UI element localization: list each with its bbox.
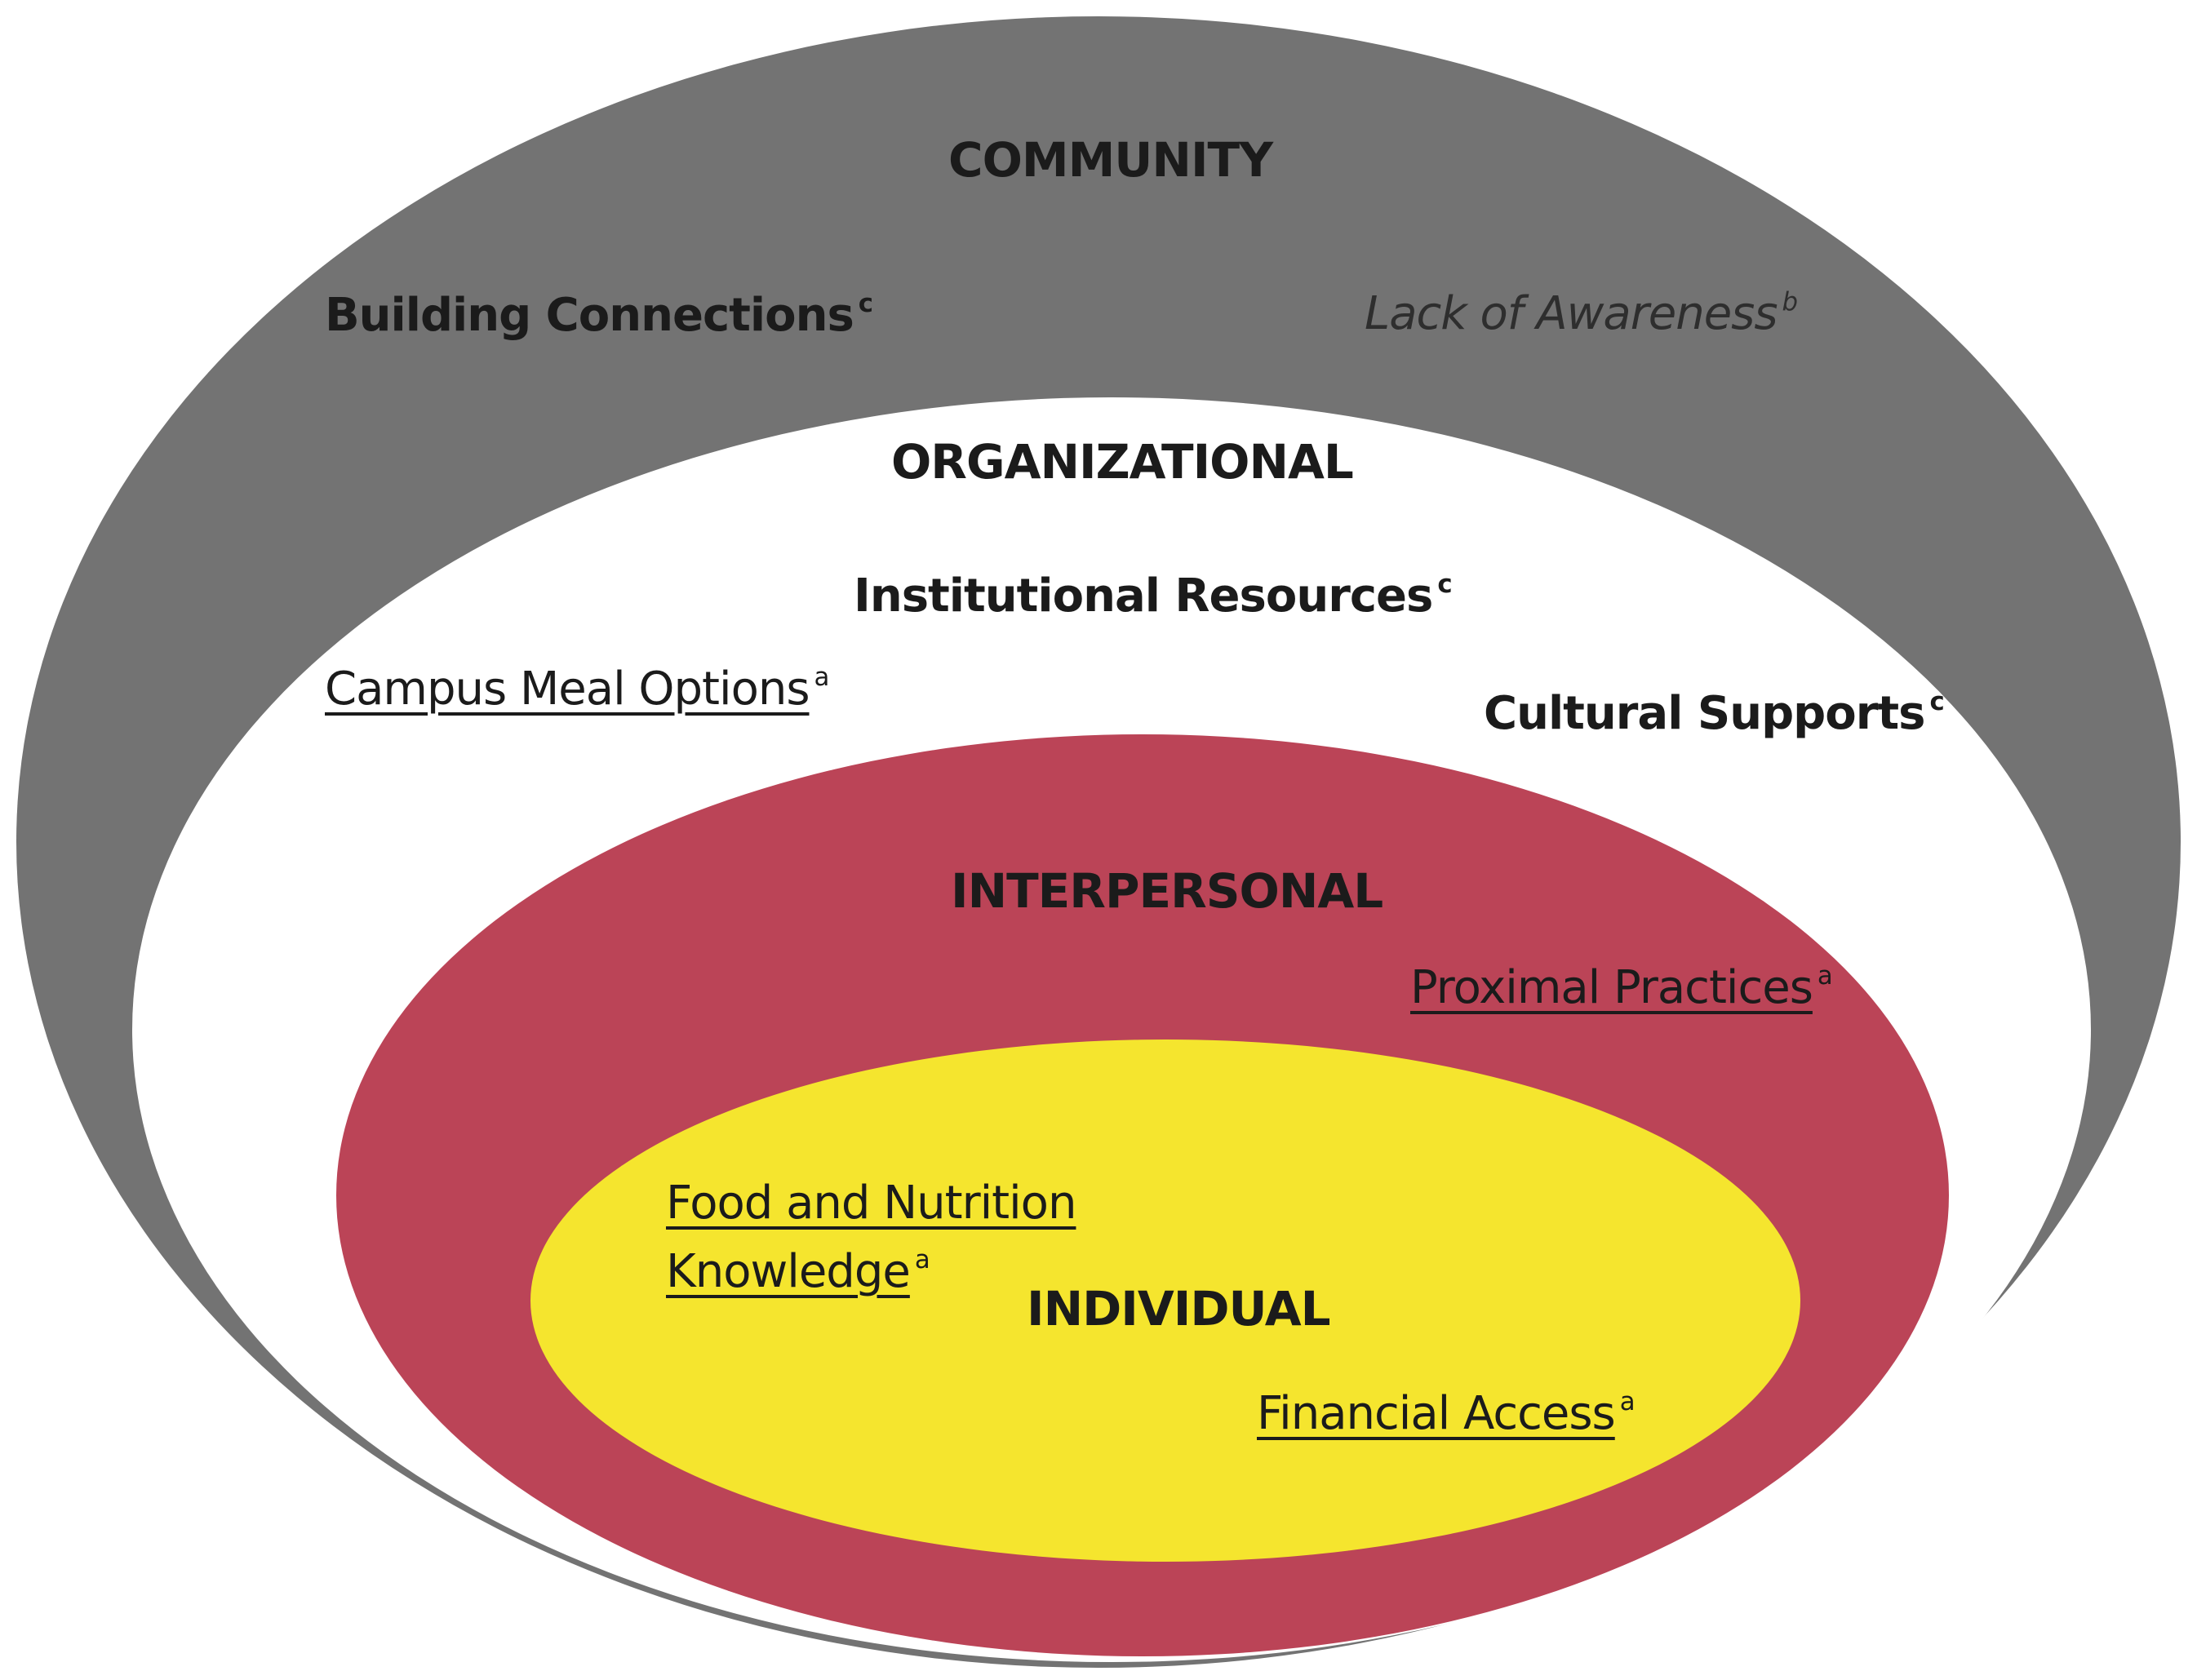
community-heading: COMMUNITY bbox=[948, 132, 1273, 188]
factor-label: Cultural Supports bbox=[1484, 687, 1925, 741]
factor-superscript: b bbox=[1782, 287, 1799, 317]
factor-superscript: c bbox=[1437, 570, 1452, 599]
factor-superscript: a bbox=[814, 663, 830, 692]
individual-ellipse bbox=[530, 1039, 1800, 1562]
factor-label: Institutional Resources bbox=[854, 570, 1433, 623]
organizational-heading: ORGANIZATIONAL bbox=[891, 434, 1354, 490]
factor-superscript: a bbox=[914, 1245, 930, 1274]
factor-food-nutrition-knowledge-line1: Food and Nutrition bbox=[666, 1177, 1076, 1230]
factor-label: Campus Meal Options bbox=[325, 663, 810, 716]
factor-superscript: a bbox=[1817, 961, 1833, 991]
factor-label: Lack of Awareness bbox=[1365, 287, 1778, 341]
interpersonal-heading: INTERPERSONAL bbox=[951, 863, 1383, 919]
factor-superscript: a bbox=[1619, 1387, 1636, 1416]
factor-label-line1: Food and Nutrition bbox=[666, 1177, 1076, 1230]
factor-label: Proximal Practices bbox=[1410, 961, 1813, 1015]
factor-superscript: c bbox=[858, 289, 873, 318]
factor-label: Building Connections bbox=[325, 289, 854, 343]
factor-label: Financial Access bbox=[1257, 1387, 1616, 1441]
individual-heading: INDIVIDUAL bbox=[1027, 1281, 1331, 1336]
factor-superscript: c bbox=[1929, 687, 1944, 716]
factor-label-line2: Knowledge bbox=[666, 1245, 911, 1299]
